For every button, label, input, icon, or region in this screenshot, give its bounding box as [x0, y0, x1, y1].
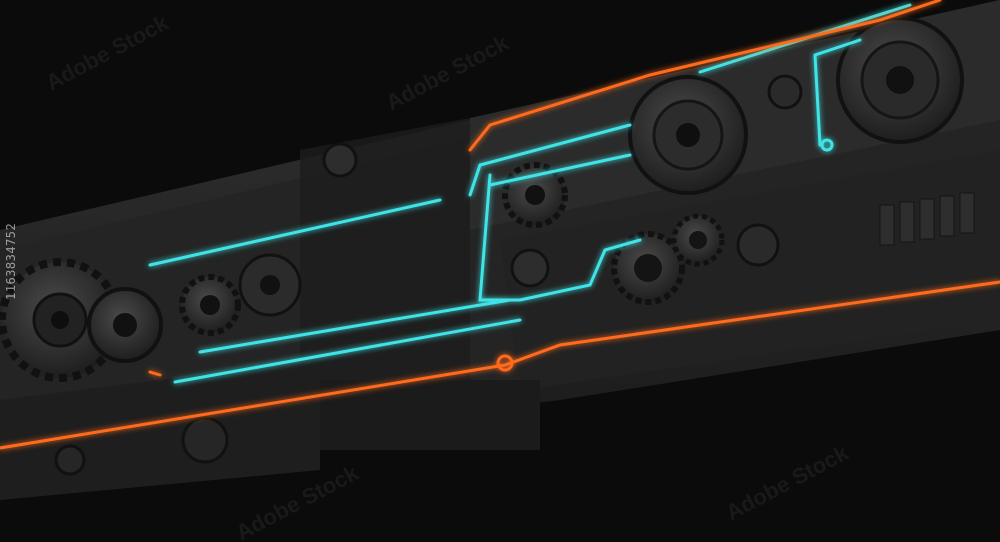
- grill-block: [879, 192, 975, 246]
- gear-mid-right: [611, 213, 780, 305]
- gear-center-top: [628, 75, 748, 195]
- gear-left-large: [0, 253, 302, 382]
- neon-orange-conduits: [0, 0, 1000, 450]
- gear-large-top-right: [836, 16, 964, 144]
- neon-cyan-conduits: [148, 3, 912, 384]
- stock-id-label: 1163834752: [4, 222, 18, 300]
